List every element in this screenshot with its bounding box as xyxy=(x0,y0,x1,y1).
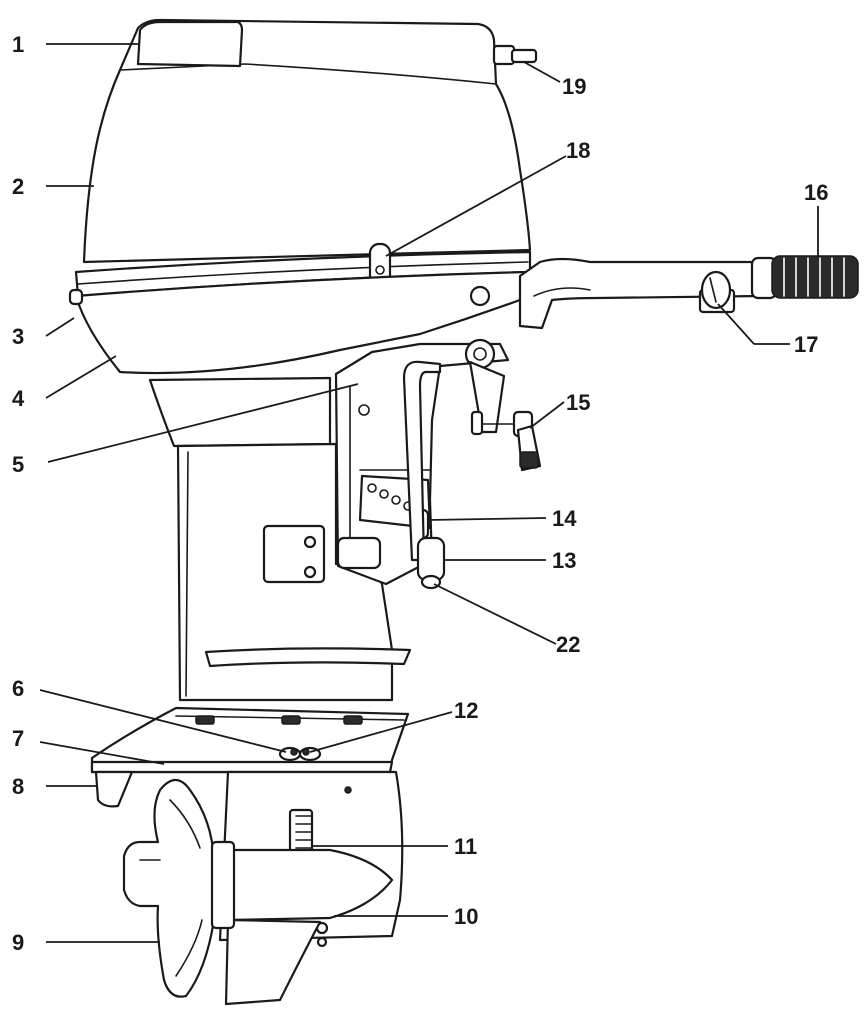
callout-6: 6 xyxy=(12,676,24,701)
callout-19: 19 xyxy=(562,74,586,99)
leader-19 xyxy=(523,61,561,83)
callout-22: 22 xyxy=(556,632,580,657)
gear-case xyxy=(218,770,404,1006)
midsection xyxy=(148,376,412,702)
callout-3: 3 xyxy=(12,324,24,349)
callout-18: 18 xyxy=(566,138,590,163)
leader-4 xyxy=(45,355,117,399)
leader-3 xyxy=(45,317,75,337)
leader-15 xyxy=(529,401,565,429)
leader-22 xyxy=(433,583,557,645)
leader-14 xyxy=(427,517,547,521)
clamp-bracket xyxy=(334,338,542,590)
callout-2: 2 xyxy=(12,174,24,199)
leader-7 xyxy=(39,741,165,765)
callout-15: 15 xyxy=(566,390,590,415)
callout-16: 16 xyxy=(804,180,828,205)
leader-12 xyxy=(309,711,453,753)
leader-17 xyxy=(717,303,755,345)
callout-7: 7 xyxy=(12,726,24,751)
propeller xyxy=(122,778,236,998)
callout-14: 14 xyxy=(552,506,577,531)
callout-13: 13 xyxy=(552,548,576,573)
leader-18 xyxy=(385,155,567,257)
callout-12: 12 xyxy=(454,698,478,723)
tiller-handle xyxy=(518,255,859,330)
callout-1: 1 xyxy=(12,32,24,57)
callout-9: 9 xyxy=(12,930,24,955)
callout-8: 8 xyxy=(12,774,24,799)
callout-10: 10 xyxy=(454,904,478,929)
leader-5 xyxy=(47,383,359,463)
cowling-seam-band xyxy=(68,242,532,375)
callout-labels: 1 2 3 4 5 6 7 8 9 10 11 12 13 14 15 16 1… xyxy=(12,32,828,955)
anti-cavitation-plate xyxy=(90,706,410,808)
callout-11: 11 xyxy=(454,834,477,859)
leader-6 xyxy=(39,689,287,753)
callout-4: 4 xyxy=(12,386,25,411)
leader-lines xyxy=(39,43,819,943)
top-cowling xyxy=(82,18,538,264)
callout-5: 5 xyxy=(12,452,24,477)
callout-17: 17 xyxy=(794,332,818,357)
